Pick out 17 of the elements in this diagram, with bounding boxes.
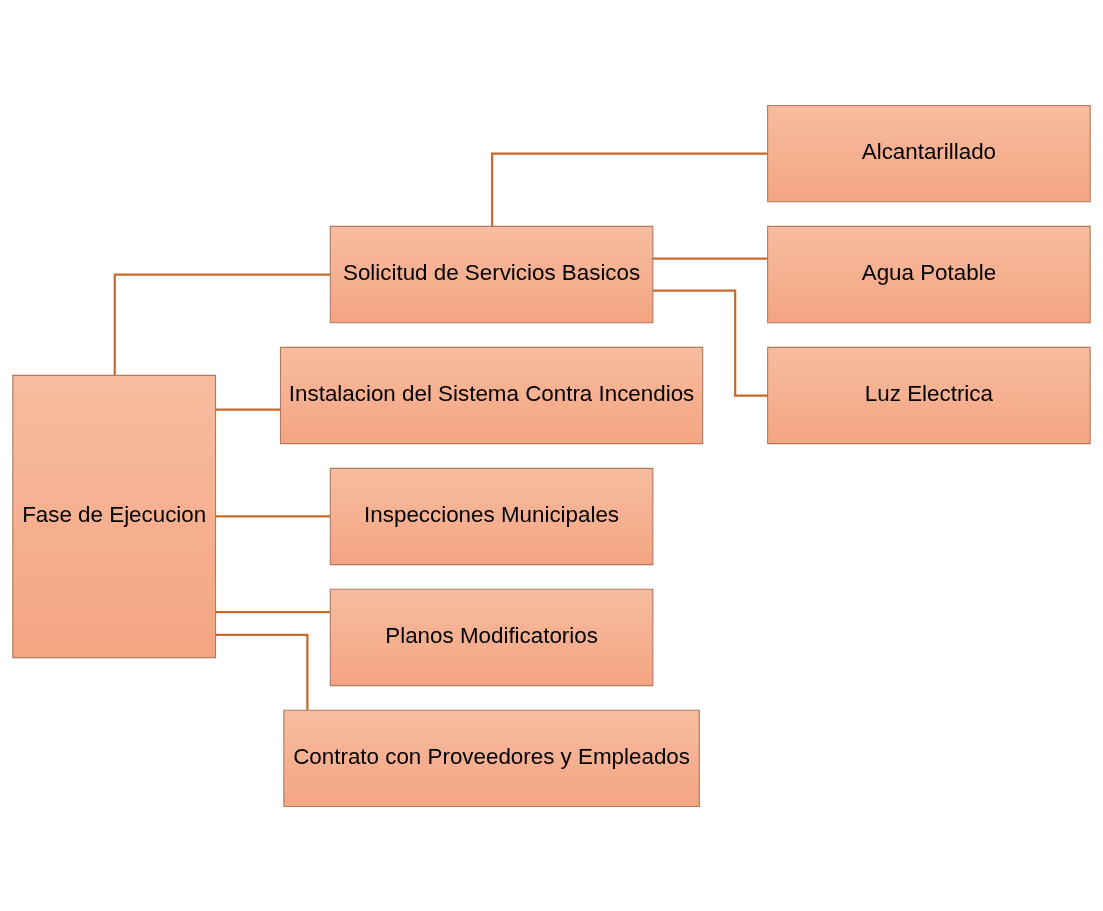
node-box: Fase de Ejecucion [12, 374, 217, 658]
node-box: Inspecciones Municipales [329, 467, 654, 565]
connector [215, 514, 331, 518]
connector [215, 610, 331, 613]
connector [215, 407, 281, 411]
connector [113, 272, 331, 375]
node-box: Agua Potable [767, 225, 1091, 323]
node-box: Alcantarillado [767, 104, 1091, 202]
connector [653, 289, 768, 397]
node-box: Solicitud de Servicios Basicos [329, 225, 654, 323]
node-box: Instalacion del Sistema Contra Incendios [279, 346, 704, 444]
node-box: Planos Modificatorios [329, 588, 654, 686]
node-box: Contrato con Proveedores y Empleados [283, 709, 700, 807]
connector [491, 152, 768, 226]
connector [652, 256, 768, 260]
connector [215, 633, 309, 710]
node-box: Luz Electrica [767, 346, 1091, 444]
